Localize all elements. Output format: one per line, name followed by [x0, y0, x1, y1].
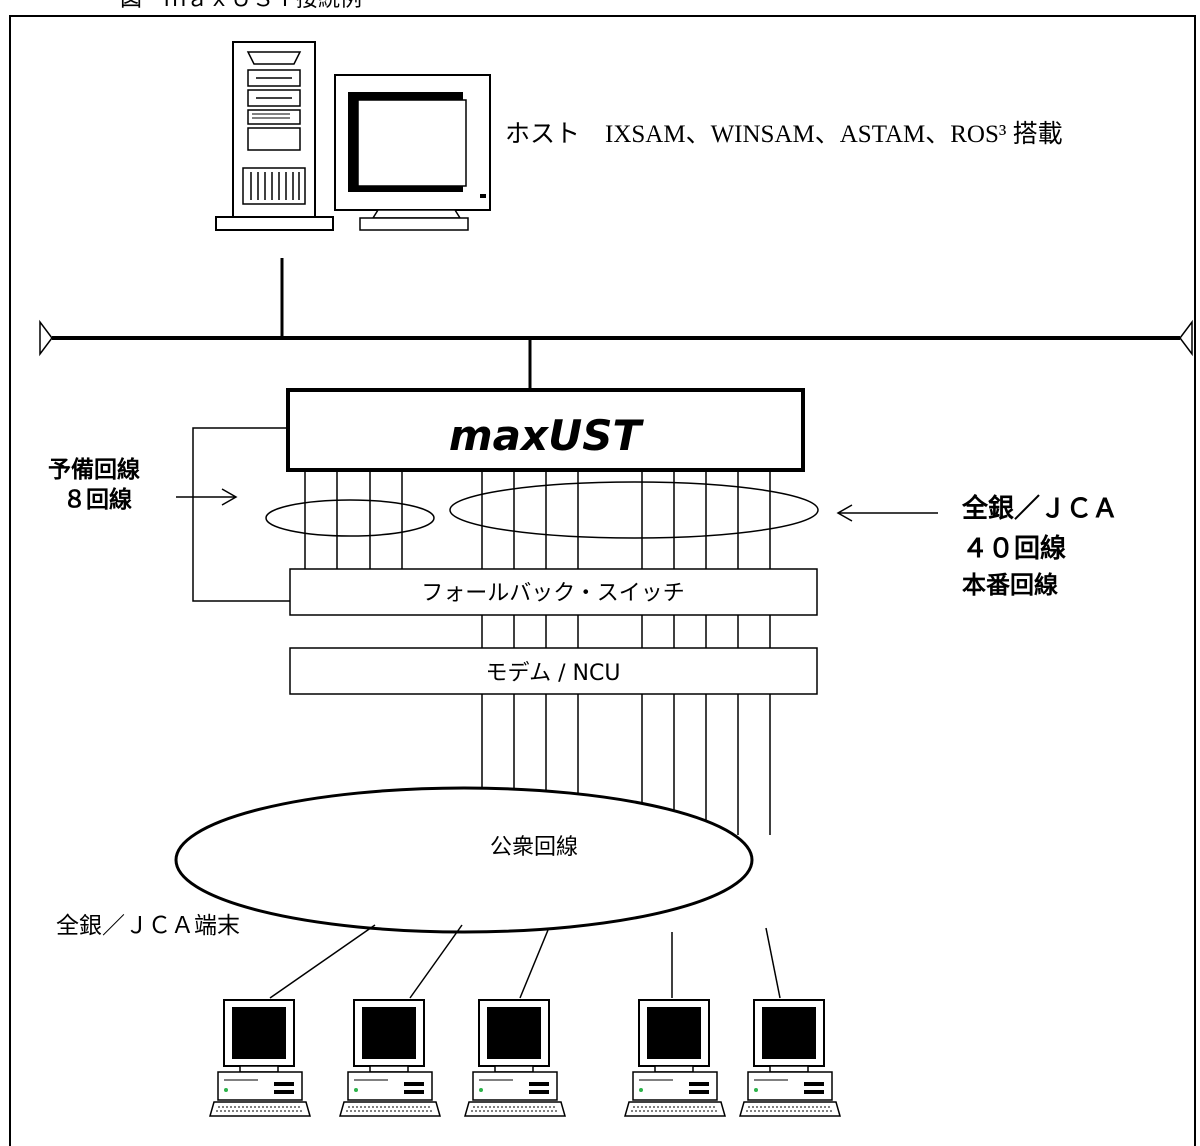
- maxust-title: maxUST: [449, 411, 645, 460]
- terminal-links: [269, 924, 781, 999]
- terminal-pc-icon: [209, 999, 311, 1117]
- public-network-label: 公衆回線: [490, 835, 578, 860]
- main-lines-label-2: ４０回線: [962, 533, 1066, 564]
- host-label: ホスト IXSAM、WINSAM、ASTAM、ROS³ 搭載: [505, 120, 1063, 148]
- terminal-pc-icon: [464, 999, 566, 1117]
- spare-lines-label-2: ８回線: [63, 486, 132, 513]
- spare-lines-label-1: 予備回線: [48, 456, 140, 483]
- network-bus: [39, 319, 1193, 357]
- modem-ncu-box: [289, 647, 818, 695]
- terminal-pc-icon: [624, 999, 726, 1117]
- terminal-pc-icon: [739, 999, 841, 1117]
- circuit-lines-middle: [481, 615, 771, 648]
- terminal-pc-icon: [339, 999, 441, 1117]
- figure-frame: [9, 15, 1196, 1146]
- main-lines-label-1: 全銀／ＪＣＡ: [961, 493, 1118, 524]
- main-arrow-icon: [836, 504, 938, 522]
- public-network-ellipse: [174, 786, 754, 934]
- fallback-switch-box: [289, 568, 818, 616]
- main-lines-label-3: 本番回線: [962, 571, 1058, 599]
- spare-lines-group: [265, 499, 435, 537]
- figure-caption: 図 ｍａｘＵＳＴ接続例: [120, 0, 362, 12]
- spare-bypass-line: [192, 427, 290, 602]
- terminal-label: 全銀／ＪＣＡ端末: [56, 913, 240, 939]
- host-server-icon: [215, 41, 334, 231]
- main-lines-group: [449, 481, 819, 539]
- fallback-switch-label: フォールバック・スイッチ: [421, 581, 685, 606]
- circuit-lines-upper: [304, 470, 771, 569]
- spare-arrow-icon: [176, 488, 238, 506]
- host-monitor-icon: [334, 74, 491, 231]
- modem-ncu-label: モデム / NCU: [486, 661, 621, 686]
